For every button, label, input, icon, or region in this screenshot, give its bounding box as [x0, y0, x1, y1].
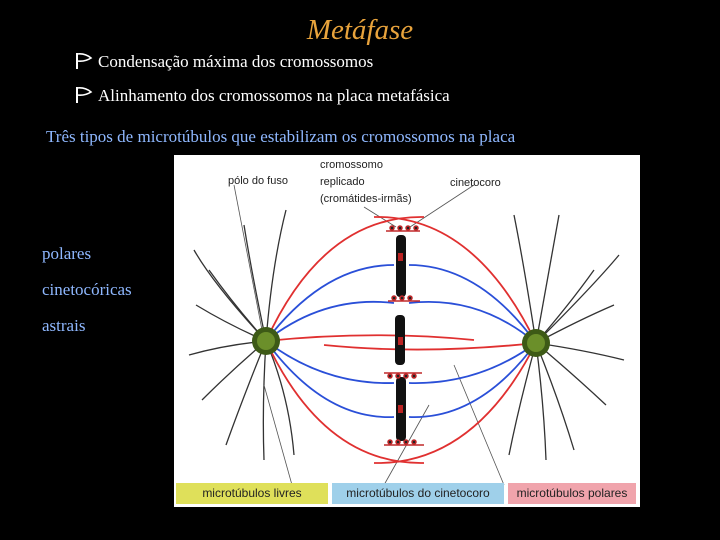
flag-bullet-icon: [74, 86, 94, 104]
kinetochore-label: cinetocoro: [450, 177, 501, 189]
pole-label: pólo do fuso: [228, 175, 288, 187]
chromosome-label-line2: replicado: [320, 176, 365, 188]
chromosomes: [395, 235, 406, 441]
type-polar-label: polares: [42, 244, 92, 263]
legend-polar-microtubules: microtúbulos polares: [508, 483, 636, 504]
legend-free-microtubules: microtúbulos livres: [176, 483, 328, 504]
bullet-alignment: Alinhamento dos cromossomos na placa met…: [74, 86, 450, 106]
type-astral-label: astrais: [42, 316, 86, 335]
polar-microtubules: [265, 216, 537, 464]
microtubule-types-heading: Três tipos de microtúbulos que estabiliz…: [46, 127, 516, 146]
bullet-text: Condensação máxima dos cromossomos: [98, 52, 374, 71]
flag-bullet-icon: [74, 52, 94, 70]
chromosome-label-line1: cromossomo: [320, 159, 383, 171]
kinetochore-microtubules: [265, 264, 537, 418]
chromosome-label-line3: (cromátides-irmãs): [320, 193, 412, 205]
spindle-poles: [252, 327, 550, 357]
legend-kinetochore-microtubules: microtúbulos do cinetocoro: [332, 483, 504, 504]
kinetochore-plates: [384, 225, 424, 446]
spindle-illustration: [188, 184, 625, 486]
bullet-text: Alinhamento dos cromossomos na placa met…: [98, 86, 450, 105]
bullet-condensation: Condensação máxima dos cromossomos: [74, 52, 373, 72]
type-kinetochore-label: cinetocóricas: [42, 280, 132, 299]
slide-title: Metáfase: [306, 14, 414, 46]
spindle-diagram: pólo do fuso cromossomo replicado (cromá…: [174, 155, 640, 507]
